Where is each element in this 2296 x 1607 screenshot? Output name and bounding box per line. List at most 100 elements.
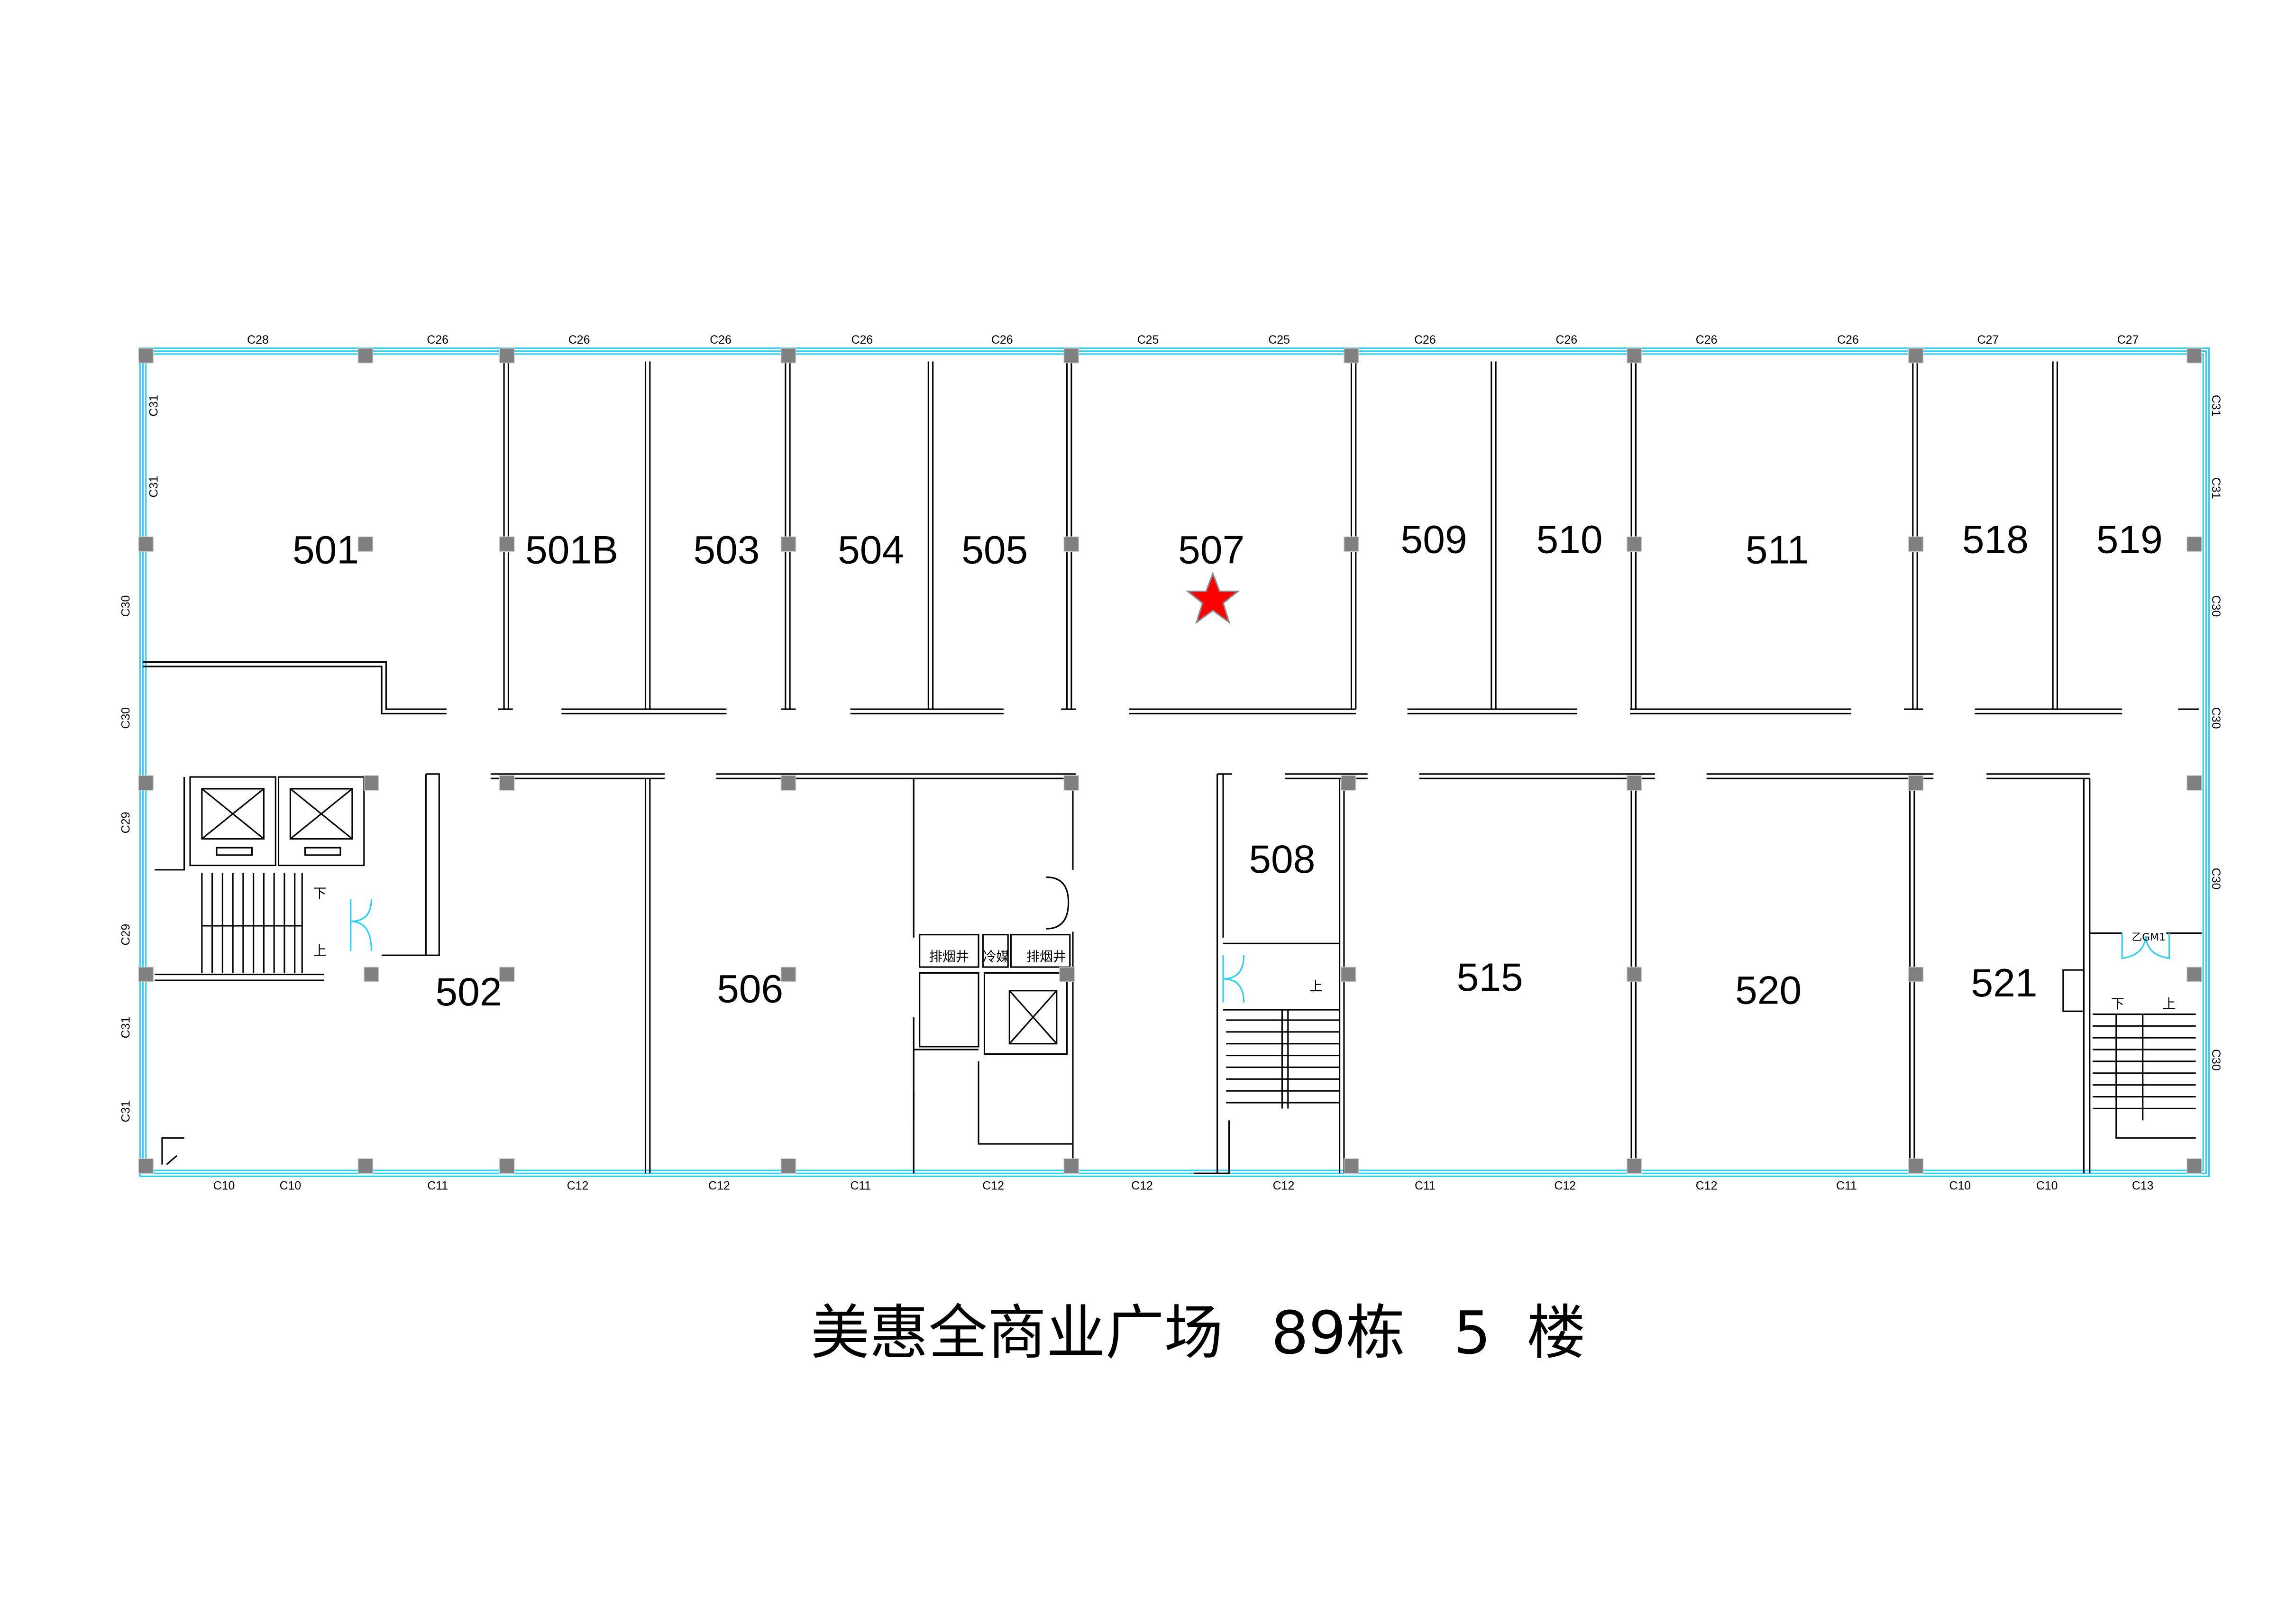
shaft-label-smoke-2: 排烟井 <box>1026 949 1066 965</box>
window-label-right: C30 <box>2209 1049 2223 1071</box>
column <box>499 347 515 364</box>
window-label-right: C30 <box>2209 868 2223 890</box>
column <box>1908 1158 1924 1174</box>
column <box>1063 1158 1079 1174</box>
window-label-bottom: C12 <box>982 1179 1004 1192</box>
column <box>2186 347 2202 364</box>
column <box>1626 347 1642 364</box>
window-label-top: C27 <box>2117 333 2139 347</box>
room-label-508: 508 <box>1249 837 1315 881</box>
window-label-top: C26 <box>427 333 448 347</box>
column <box>364 775 379 791</box>
column <box>357 347 374 364</box>
window-label-bottom: C10 <box>213 1179 235 1192</box>
window-label-right: C30 <box>2209 595 2223 617</box>
column <box>1063 536 1079 552</box>
red-star-icon <box>1185 571 1240 624</box>
room-label-509: 509 <box>1401 517 1467 562</box>
columns <box>138 347 2202 1174</box>
window-label-top: C26 <box>710 333 732 347</box>
column <box>1344 536 1359 552</box>
column <box>357 536 374 552</box>
column <box>499 775 515 791</box>
room-label-510: 510 <box>1537 517 1603 562</box>
window-label-bottom: C10 <box>280 1179 302 1192</box>
column <box>138 967 154 982</box>
window-label-left: C30 <box>119 707 133 729</box>
room-label-521: 521 <box>1971 960 2038 1005</box>
stair-up-label: 上 <box>1309 978 1323 994</box>
column <box>138 1158 154 1174</box>
window-label-bottom: C11 <box>427 1179 448 1192</box>
room-label-520: 520 <box>1735 968 1802 1013</box>
room-label-501B: 501B <box>525 527 618 572</box>
column <box>1908 536 1924 552</box>
column <box>780 536 796 552</box>
column <box>499 967 515 982</box>
room-label-501: 501 <box>293 527 359 572</box>
window-label-top: C27 <box>1977 333 1999 347</box>
window-label-bottom: C12 <box>708 1179 730 1192</box>
title-name: 美惠全商业广场 <box>811 1299 1223 1367</box>
window-label-bottom: C11 <box>1836 1179 1857 1192</box>
column <box>1908 967 1924 982</box>
shaft-label-smoke-1: 排烟井 <box>929 949 969 965</box>
column <box>1626 967 1642 982</box>
column <box>499 1158 515 1174</box>
stair-up-label: 上 <box>2163 996 2176 1012</box>
stair-down-label: 下 <box>313 886 327 901</box>
column <box>1059 967 1075 982</box>
shaft-label-refrigerant: 冷媒 <box>983 949 1009 965</box>
window-label-top: C26 <box>1414 333 1436 347</box>
column <box>1626 775 1642 791</box>
window-label-top: C26 <box>568 333 590 347</box>
column <box>1340 775 1356 791</box>
walls <box>139 347 2210 1177</box>
window-label-right: C31 <box>2209 477 2223 499</box>
column <box>364 967 379 982</box>
window-label-bottom: C13 <box>2132 1179 2154 1192</box>
window-label-bottom: C10 <box>2036 1179 2058 1192</box>
column <box>499 536 515 552</box>
window-label-right: C30 <box>2209 707 2223 729</box>
window-label-bottom: C12 <box>1273 1179 1295 1192</box>
window-label-bottom: C10 <box>1949 1179 1971 1192</box>
room-label-511: 511 <box>1746 527 1809 572</box>
column <box>138 536 154 552</box>
room-label-518: 518 <box>1962 517 2029 562</box>
column <box>1063 347 1079 364</box>
window-label-bottom: C11 <box>850 1179 871 1192</box>
room-label-502: 502 <box>435 969 502 1014</box>
column <box>1063 775 1079 791</box>
window-label-left: C31 <box>147 395 161 417</box>
title-floor-suffix: 楼 <box>1527 1299 1585 1367</box>
window-label-top: C28 <box>247 333 269 347</box>
column <box>1626 536 1642 552</box>
window-label-left: C31 <box>119 1017 133 1039</box>
window-label-left: C29 <box>119 924 133 946</box>
room-label-515: 515 <box>1457 955 1523 999</box>
column <box>2186 967 2202 982</box>
plan-title: 美惠全商业广场 89栋 5 楼 <box>811 1299 1586 1367</box>
window-label-top: C25 <box>1268 333 1290 347</box>
column <box>1344 1158 1359 1174</box>
door-label: 乙GM1 <box>2132 931 2166 943</box>
column <box>1908 347 1924 364</box>
room-label-506: 506 <box>717 967 783 1011</box>
window-label-bottom: C11 <box>1415 1179 1436 1192</box>
window-label-left: C31 <box>147 476 161 498</box>
room-label-504: 504 <box>838 527 904 572</box>
shaft-labels: 排烟井 冷媒 排烟井 乙GM1 下 上 上 下 上 <box>313 886 2176 1012</box>
window-label-left: C30 <box>119 595 133 617</box>
window-label-bottom: C12 <box>1696 1179 1718 1192</box>
window-label-top: C25 <box>1137 333 1159 347</box>
room-label-507: 507 <box>1178 527 1244 572</box>
column <box>138 775 154 791</box>
stair-up-label: 上 <box>313 943 327 959</box>
column <box>2186 1158 2202 1174</box>
column <box>780 347 796 364</box>
column <box>357 1158 374 1174</box>
column <box>1908 775 1924 791</box>
column <box>780 1158 796 1174</box>
